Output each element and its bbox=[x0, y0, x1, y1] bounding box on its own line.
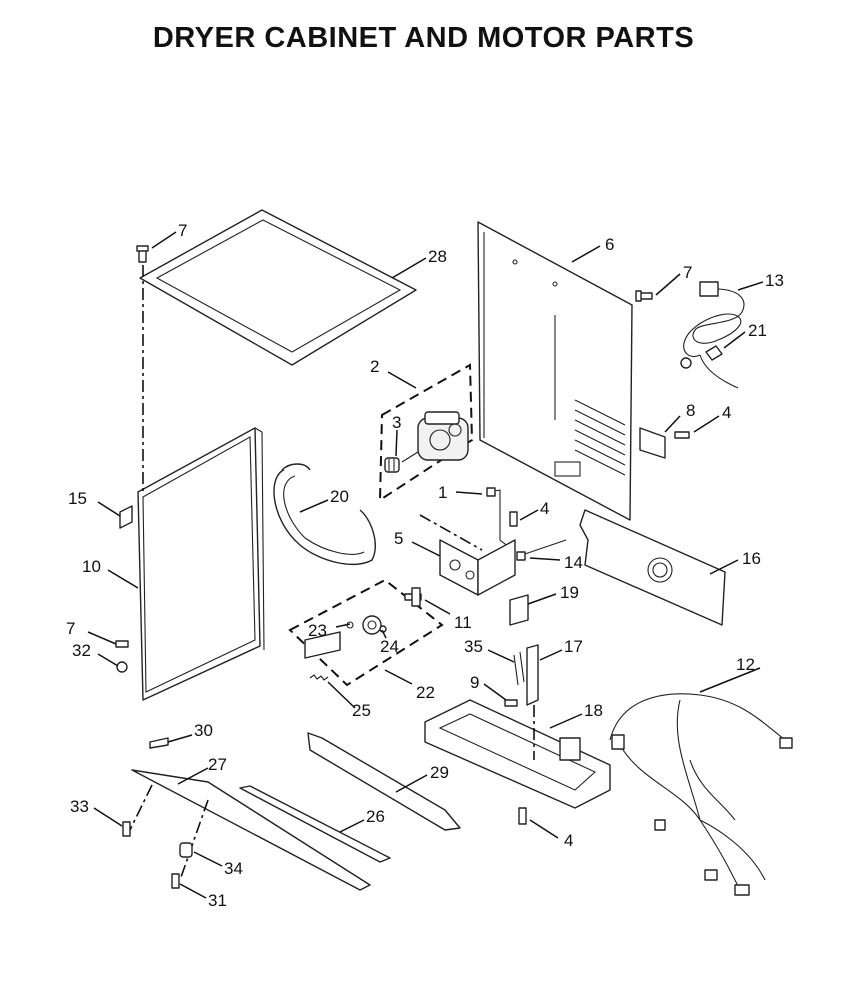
callout-25: 25 bbox=[352, 701, 371, 720]
part-5-motor-mount bbox=[419, 514, 516, 596]
part-10-side-panel bbox=[137, 265, 265, 701]
callout-35: 35 bbox=[464, 637, 483, 656]
callout-4: 4 bbox=[722, 403, 731, 422]
callout-34: 34 bbox=[224, 859, 243, 878]
part-25-spring bbox=[309, 674, 329, 681]
part-14-fastener bbox=[516, 539, 567, 561]
part-26-front-rail bbox=[239, 785, 391, 863]
part-20-drive-belt bbox=[273, 463, 376, 566]
part-22-idler-assembly bbox=[288, 578, 444, 687]
callout-1: 1 bbox=[438, 483, 447, 502]
callout-10: 10 bbox=[82, 557, 101, 576]
part-19-bracket bbox=[509, 594, 529, 626]
part-30-clip bbox=[149, 737, 169, 749]
part-8-plate bbox=[639, 427, 666, 459]
part-7-screw-top-left bbox=[136, 245, 149, 263]
part-32-screw bbox=[116, 661, 128, 673]
callout-3: 3 bbox=[392, 413, 401, 432]
callout-16: 16 bbox=[742, 549, 761, 568]
part-7-screw-rear bbox=[635, 290, 653, 302]
part-15-bracket bbox=[119, 505, 133, 529]
part-3-motor-pulley bbox=[384, 457, 400, 473]
callout-5: 5 bbox=[394, 529, 403, 548]
callout-30: 30 bbox=[194, 721, 213, 740]
callout-31: 31 bbox=[208, 891, 227, 910]
part-21-cord-clamp bbox=[705, 345, 723, 361]
callout-9: 9 bbox=[470, 673, 479, 692]
part-2-motor-assembly bbox=[378, 363, 474, 502]
callout-24: 24 bbox=[380, 637, 399, 656]
callout-18: 18 bbox=[584, 701, 603, 720]
motor-body bbox=[401, 411, 469, 463]
part-34-grommet bbox=[179, 842, 193, 858]
callout-33: 33 bbox=[70, 797, 89, 816]
part-29-rail bbox=[307, 732, 461, 831]
callout-14: 14 bbox=[564, 553, 583, 572]
callout-20: 20 bbox=[330, 487, 349, 506]
callout-7: 7 bbox=[178, 221, 187, 240]
callout-7: 7 bbox=[66, 619, 75, 638]
part-27-front-panel-strip bbox=[129, 769, 371, 891]
callout-15: 15 bbox=[68, 489, 87, 508]
part-16-rear-shield bbox=[579, 509, 726, 626]
diagram-title: DRYER CABINET AND MOTOR PARTS bbox=[152, 22, 695, 54]
part-28-top-panel bbox=[139, 209, 417, 366]
part-35-rod bbox=[513, 651, 525, 686]
callout-27: 27 bbox=[208, 755, 227, 774]
callout-7: 7 bbox=[683, 263, 692, 282]
callout-23: 23 bbox=[308, 621, 327, 640]
callout-11: 11 bbox=[454, 613, 472, 632]
callout-22: 22 bbox=[416, 683, 435, 702]
part-4-screw-base bbox=[518, 807, 527, 825]
callout-labels: 7 28 6 7 13 21 2 3 8 4 1 4 15 20 5 14 16… bbox=[66, 221, 784, 910]
callout-17: 17 bbox=[564, 637, 583, 656]
callout-32: 32 bbox=[72, 641, 91, 660]
part-6-rear-panel bbox=[477, 221, 633, 521]
part-9-screw bbox=[504, 699, 518, 707]
part-12-wire-harness bbox=[609, 693, 793, 896]
part-1-motor-clamp bbox=[486, 487, 511, 549]
part-18-base bbox=[424, 699, 611, 809]
part-31-screw bbox=[171, 873, 180, 889]
callout-26: 26 bbox=[366, 807, 385, 826]
part-4-screw-plate bbox=[674, 431, 690, 439]
part-24-idler-pulley bbox=[362, 615, 387, 635]
callout-2: 2 bbox=[370, 357, 379, 376]
part-13-power-cord bbox=[680, 281, 745, 389]
callout-4: 4 bbox=[540, 499, 549, 518]
part-17-bracket bbox=[526, 644, 539, 706]
callout-13: 13 bbox=[765, 271, 784, 290]
callout-6: 6 bbox=[605, 235, 614, 254]
callout-12: 12 bbox=[736, 655, 755, 674]
callout-21: 21 bbox=[748, 321, 767, 340]
callout-4: 4 bbox=[564, 831, 573, 850]
part-7-screw-side bbox=[115, 640, 129, 648]
callout-28: 28 bbox=[428, 247, 447, 266]
part-4-screw-clamp bbox=[509, 511, 518, 527]
leader-lines bbox=[87, 231, 764, 899]
part-33-screw bbox=[122, 821, 131, 837]
callout-19: 19 bbox=[560, 583, 579, 602]
part-11-idler-bolt bbox=[404, 587, 422, 607]
callout-8: 8 bbox=[686, 401, 695, 420]
callout-29: 29 bbox=[430, 763, 449, 782]
